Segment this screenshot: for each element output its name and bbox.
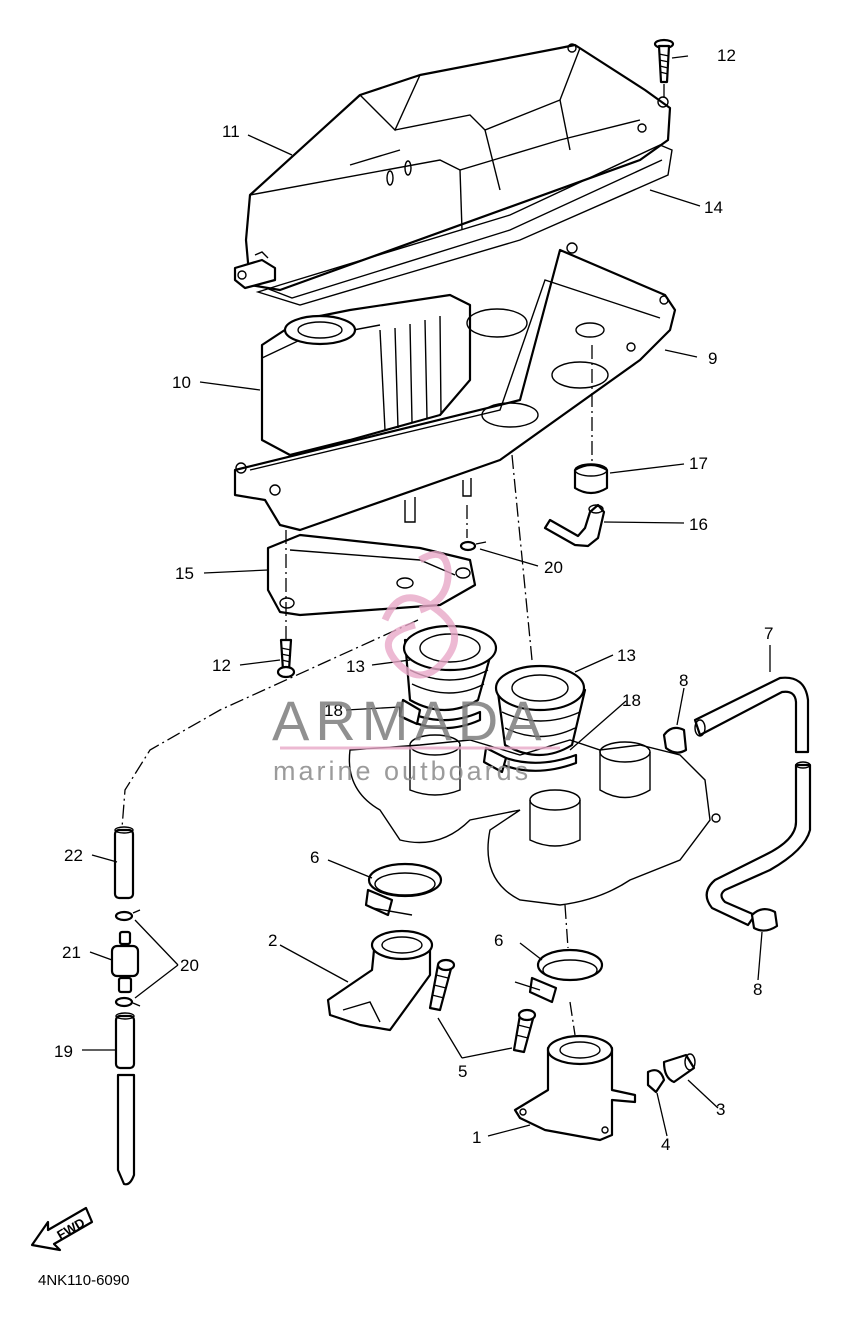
callout-3: 3 xyxy=(716,1100,725,1119)
hose-22 xyxy=(113,826,135,900)
callout-6-lower: 6 xyxy=(494,931,503,950)
callout-11: 11 xyxy=(222,122,240,141)
callout-2: 2 xyxy=(268,931,277,950)
carburetor-joint-left xyxy=(402,624,498,711)
callout-22: 22 xyxy=(64,846,83,865)
drain-plate xyxy=(266,533,477,617)
callout-18-right: 18 xyxy=(622,691,641,710)
screw-top xyxy=(653,38,675,100)
callout-15: 15 xyxy=(175,564,194,583)
leader-lines xyxy=(82,55,771,1137)
callout-20-upper: 20 xyxy=(544,558,563,577)
drawing-code: 4NK110-6090 xyxy=(38,1272,129,1289)
callout-20-lower: 20 xyxy=(180,956,199,975)
callout-19: 19 xyxy=(54,1042,73,1061)
callout-18-left: 18 xyxy=(324,701,343,720)
hose-19 xyxy=(114,1012,136,1186)
elbow-hose xyxy=(543,503,606,548)
callout-17: 17 xyxy=(689,454,708,473)
watermark-logo-icon xyxy=(381,550,458,679)
clamp-band-left xyxy=(398,698,482,730)
cap-clip xyxy=(646,1069,666,1094)
air-filter-case-body xyxy=(233,242,677,532)
hose-clamp-lower xyxy=(750,908,779,932)
carburetor-joint-right xyxy=(494,664,587,756)
intake-joint-left xyxy=(326,929,434,1032)
vent-hose xyxy=(693,676,812,927)
vacuum-cap xyxy=(662,1053,696,1084)
watermark: ARMADA marine outboards xyxy=(272,550,560,786)
joint-band-upper xyxy=(364,862,443,917)
air-filter-case-cover xyxy=(233,43,672,292)
intake-joint-right xyxy=(513,1034,637,1142)
callout-7: 7 xyxy=(764,624,773,643)
callout-21: 21 xyxy=(62,943,81,962)
forward-arrow-icon: FWD xyxy=(30,1206,94,1252)
callout-9: 9 xyxy=(708,349,717,368)
callout-14: 14 xyxy=(704,198,723,217)
callout-6-upper: 6 xyxy=(310,848,319,867)
callout-13-left: 13 xyxy=(346,657,365,676)
callout-8-lower: 8 xyxy=(753,980,762,999)
callout-16: 16 xyxy=(689,515,708,534)
clamp-band-right xyxy=(482,746,578,774)
callout-12-top: 12 xyxy=(717,46,736,65)
callout-10: 10 xyxy=(172,373,191,392)
callout-5: 5 xyxy=(458,1062,467,1081)
bolt-lower xyxy=(512,1008,537,1054)
callout-8-upper: 8 xyxy=(679,671,688,690)
screw-lower xyxy=(276,530,296,679)
clip-upper xyxy=(459,505,487,552)
callout-13-right: 13 xyxy=(617,646,636,665)
air-filter-element xyxy=(260,293,472,457)
callout-4: 4 xyxy=(661,1135,670,1154)
grommet xyxy=(573,345,609,495)
joint-band-lower xyxy=(514,948,604,1004)
callout-labels: 12 11 14 9 10 17 16 20 15 12 13 13 7 8 1… xyxy=(54,46,773,1154)
callout-1: 1 xyxy=(472,1128,481,1147)
bolt-upper xyxy=(428,958,456,1012)
hose-clamp-upper xyxy=(662,726,688,754)
case-gasket xyxy=(255,144,673,306)
callout-12-lower: 12 xyxy=(212,656,231,675)
clip-pair xyxy=(114,909,141,1008)
watermark-brand: ARMADA xyxy=(272,689,548,752)
watermark-tagline: marine outboards xyxy=(273,756,531,786)
carburetor-assembly xyxy=(348,734,721,906)
drain-plug-21 xyxy=(110,930,140,994)
